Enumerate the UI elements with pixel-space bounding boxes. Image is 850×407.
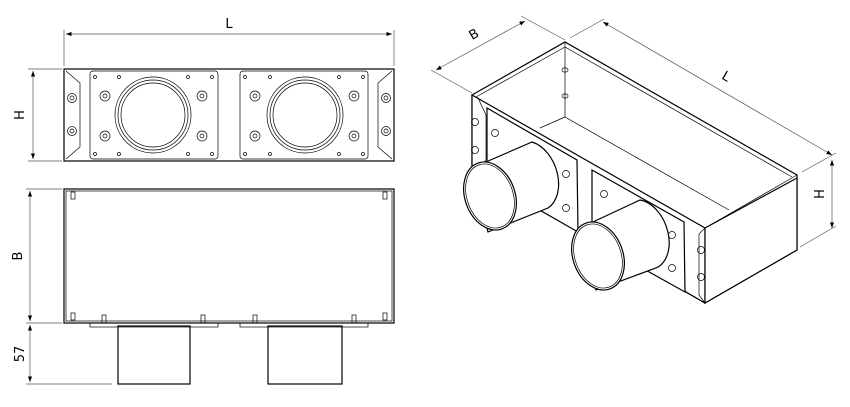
front-view: L H: [13, 17, 395, 162]
mounting-plate-left: [89, 70, 219, 160]
iso-height-label: H: [813, 189, 828, 199]
top-outline: [63, 188, 395, 324]
iso-spigot-right: [571, 199, 670, 291]
mounting-plate-right: [239, 70, 369, 160]
iso-depth-dimension-line: [435, 20, 526, 71]
height-label: H: [13, 110, 28, 120]
end-screws: [67, 93, 391, 136]
isometric-view: B L H: [430, 15, 837, 305]
top-view: B 57: [11, 188, 395, 385]
spigot-length-label: 57: [13, 346, 28, 363]
box-end-panel: [704, 176, 798, 305]
depth-label: B: [11, 252, 26, 261]
front-outline: [63, 68, 395, 162]
spigot-right: [267, 325, 343, 385]
spigot-left: [117, 325, 191, 385]
iso-length-label: L: [719, 69, 733, 86]
iso-depth-label: B: [467, 26, 482, 43]
length-label: L: [225, 17, 233, 32]
iso-length-dimension-line: [602, 21, 833, 156]
iso-spigot-left: [463, 141, 560, 233]
